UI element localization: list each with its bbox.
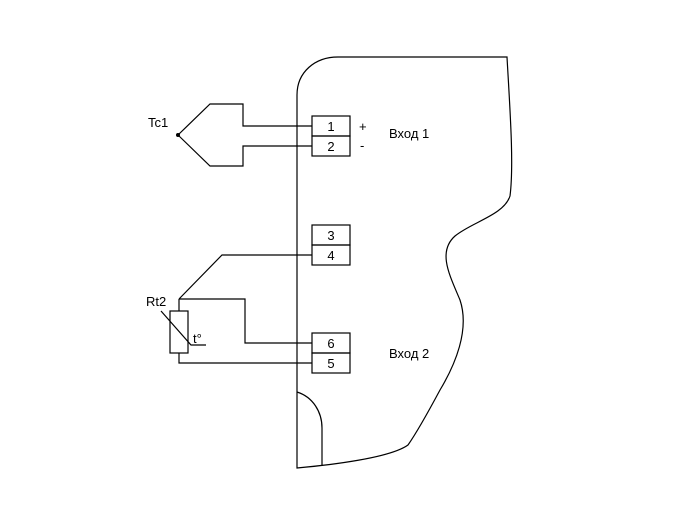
housing-notch: [296, 391, 323, 466]
terminal-1-label: 1: [327, 119, 334, 134]
thermocouple-junction-dot: [176, 133, 180, 137]
terminal-3-label: 3: [327, 228, 334, 243]
rtd-resistor-symbol: [169, 310, 189, 354]
temperature-label: t°: [193, 331, 202, 346]
rtd-thermal-indicator: [160, 310, 206, 346]
terminal-6-label: 6: [327, 336, 334, 351]
device-housing-outline: [296, 56, 513, 469]
terminal-5-label: 5: [327, 356, 334, 371]
terminal-2-label: 2: [327, 139, 334, 154]
rtd-wire-to-terminal-6: [179, 298, 312, 344]
rtd-wire-to-terminal-5: [178, 299, 312, 364]
rt2-label: Rt2: [146, 294, 166, 309]
rtd-wire-to-terminal-4: [178, 254, 312, 300]
terminal-4-label: 4: [327, 248, 334, 263]
input-2-label: Вход 2: [389, 346, 429, 361]
thermocouple-symbol: [177, 103, 312, 167]
minus-sign: -: [360, 138, 364, 153]
terminal-2-box: [311, 135, 351, 157]
tc1-label: Tc1: [148, 115, 168, 130]
plus-sign: +: [359, 119, 367, 134]
input-1-label: Вход 1: [389, 126, 429, 141]
